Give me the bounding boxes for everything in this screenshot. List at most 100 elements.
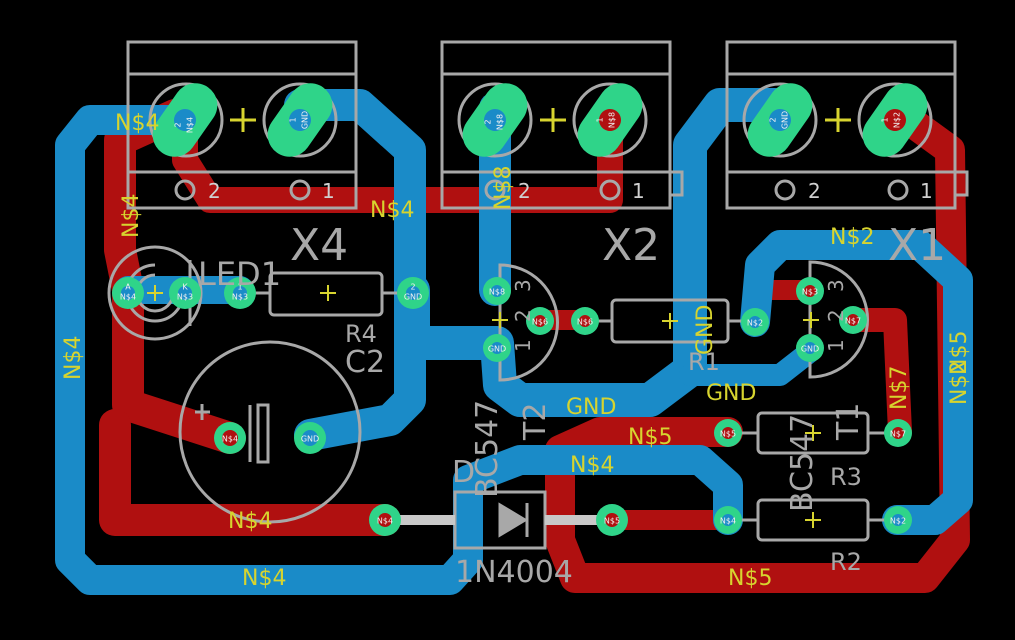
pad-x4-2 (152, 83, 218, 157)
t1-outline (808, 260, 869, 379)
net-label-gnd-x2: GND (693, 305, 718, 355)
t1-value: BC547 (785, 414, 820, 512)
x4-name: X4 (290, 220, 348, 271)
pad-label-led-a: N$4 (120, 293, 136, 302)
pad-num-x4-2: 2 (174, 122, 183, 127)
pad-label-r1-1: N$6 (577, 318, 593, 327)
c2-name: C2 (345, 345, 385, 380)
x4-pin-1-label: 1 (322, 179, 335, 203)
net-label-n4-x4-bottom: N$4 (370, 198, 414, 223)
pad-x4-1 (267, 83, 333, 157)
x1-pin-2-label: 2 (808, 179, 821, 203)
t2-pin-3: 3 (511, 279, 535, 292)
t1-pin-2: 2 (824, 309, 848, 322)
r3-name: R3 (830, 463, 862, 491)
net-label-n4-left-long: N$4 (61, 336, 86, 380)
pad-label-x1-2: GND (781, 111, 790, 129)
net-label-n7: N$7 (887, 366, 912, 410)
pad-num-x2-1: 1 (596, 117, 605, 122)
pad-label-r4-2: GND (404, 293, 422, 302)
x4-terminal-outline (126, 40, 358, 210)
t2-pin-2: 2 (511, 309, 535, 322)
pad-label-r2-1: N$4 (720, 517, 736, 526)
net-label-n5-bottom: N$5 (728, 566, 772, 591)
x2-pin-1-label: 1 (632, 179, 645, 203)
trace-bottom-gnd-main (396, 88, 792, 417)
net-labels: N$4 N$4 N$4 N$4 N$8 GND GND GND N$2 N$5 … (61, 111, 972, 591)
pad-label-x2-2: N$8 (496, 114, 505, 130)
x2-pin-2-label: 2 (518, 179, 531, 203)
net-label-n4-bottom-blue: N$4 (242, 566, 286, 591)
t2-value: BC547 (470, 400, 505, 498)
net-label-n4-bottom-red: N$4 (228, 509, 272, 534)
led1-name: LED1 (198, 255, 281, 293)
pad-label-c2-p: N$4 (222, 435, 238, 444)
net-label-n4-left-v: N$4 (119, 194, 144, 238)
pad-label-d-k: N$5 (604, 517, 620, 526)
t2-pin-1: 1 (511, 339, 535, 352)
pads-layer (112, 83, 928, 536)
pad-label-t2-e: GND (488, 345, 506, 354)
pad-num-x1-1: 1 (881, 117, 890, 122)
d-value: 1N4004 (455, 555, 573, 590)
pad-text-layer: N$4 2 GND 1 N$8 2 N$8 1 GND 2 N$2 1 N$4 … (120, 111, 906, 526)
x1-terminal-outline (725, 40, 957, 210)
pad-label-t2-b: N$6 (532, 318, 548, 327)
pad-label-x1-1: N$2 (893, 112, 902, 128)
pad-label-x4-1: GND (301, 111, 310, 129)
t2-outline (498, 263, 559, 382)
pad-num-x1-2: 2 (769, 117, 778, 122)
pad-x1-1 (862, 83, 928, 157)
x2-name: X2 (602, 220, 660, 271)
t1-pin-1: 1 (824, 339, 848, 352)
pad-label-t1-c: N$3 (802, 288, 818, 297)
net-label-n5-right: N$5 (947, 331, 972, 375)
t1-pin-3: 3 (824, 279, 848, 292)
x4-pin-2-label: 2 (208, 179, 221, 203)
pad-x2-2 (462, 83, 528, 157)
pad-label-r1-2: N$2 (747, 319, 763, 328)
terminal-pin-numbers: 2 1 2 1 2 1 (208, 179, 933, 203)
r4-name: R4 (345, 320, 377, 348)
trace-bottom-n2 (740, 230, 973, 535)
pad-tag-led-k: K (182, 283, 188, 292)
net-label-n8-x2: N$8 (491, 166, 516, 210)
net-label-gnd-t2: GND (566, 395, 616, 420)
pad-label-x2-1: N$8 (608, 112, 617, 128)
pad-label-d-a: N$4 (377, 517, 393, 526)
pad-label-r3-2: N$7 (890, 430, 906, 439)
pad-label-t2-c: N$8 (489, 288, 505, 297)
net-label-n2-right: N$2 (947, 361, 972, 405)
pad-num-x4-1: 1 (289, 117, 298, 122)
net-label-n2-x1: N$2 (830, 225, 874, 250)
r2-name: R2 (830, 548, 862, 576)
net-label-gnd-r1: GND (706, 381, 756, 406)
d-name: D (452, 455, 475, 490)
t2-name: T2 (518, 403, 553, 441)
t1-name: T1 (831, 403, 866, 441)
trace-bottom-n4-loop (55, 105, 743, 595)
pad-num-x2-2: 2 (484, 119, 493, 124)
c2-outline (178, 340, 362, 524)
pad-label-c2-n: GND (301, 435, 319, 444)
pad-label-t1-b: N$7 (845, 317, 861, 326)
pad-x2-1 (577, 83, 643, 157)
x1-pin-1-label: 1 (920, 179, 933, 203)
pad-tag-r4-2: 2 (410, 283, 415, 292)
net-label-n4-x4: N$4 (115, 111, 159, 136)
x2-terminal-outline (440, 40, 672, 210)
pad-label-led-k: N$3 (177, 293, 193, 302)
pad-x1-2 (747, 83, 813, 157)
pad-label-r3-1: N$5 (720, 430, 736, 439)
pad-tag-r4-1: 1 (237, 283, 242, 292)
x1-name: X1 (888, 220, 946, 271)
pad-label-r2-2: N$2 (890, 517, 906, 526)
pad-label-t1-e: GND (801, 345, 819, 354)
pad-label-r4-1: N$3 (232, 293, 248, 302)
r1-name: R1 (688, 348, 720, 376)
component-labels: X4 X2 X1 LED1 R4 C2 R1 R3 R2 D 1N4004 T2… (198, 220, 946, 590)
pad-tag-led-a: A (125, 283, 131, 292)
net-label-n4-mid: N$4 (570, 453, 614, 478)
pad-label-x4-2: N$4 (186, 117, 195, 133)
